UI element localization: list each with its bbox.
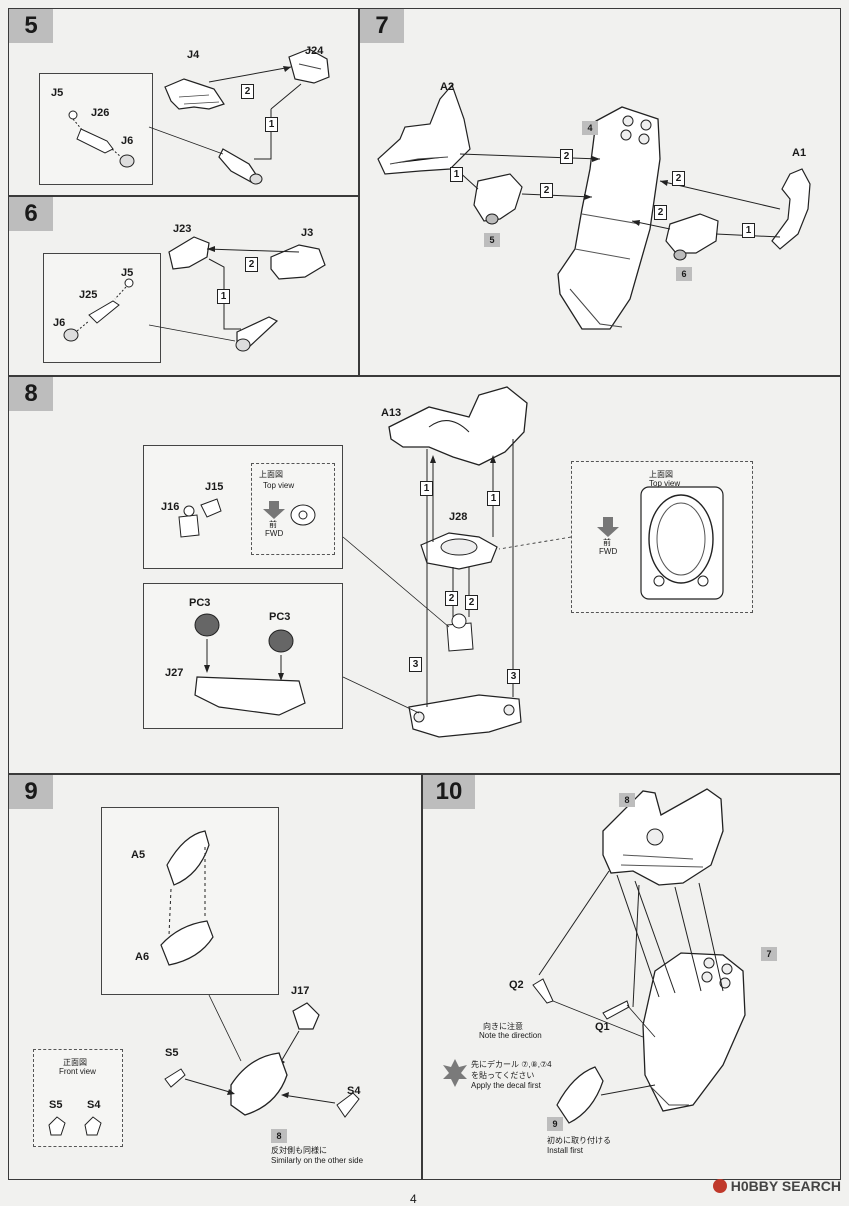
step-7-number: 7 xyxy=(360,9,404,43)
step-6-panel: 6 J23 J3 J5 J25 J6 2 1 xyxy=(8,196,359,376)
order-badge: 2 xyxy=(672,171,685,186)
step-7-drawing xyxy=(377,83,811,330)
order-badge: 1 xyxy=(265,117,278,132)
step-ref-8: 8 xyxy=(619,793,635,807)
step-ref-6: 6 xyxy=(676,267,692,281)
install-en-note: Install first xyxy=(547,1146,584,1155)
part-a2-label: A2 xyxy=(440,81,455,93)
part-pc3-label: PC3 xyxy=(189,597,211,609)
fwd-en-label: FWD xyxy=(599,547,618,556)
step-ref-7: 7 xyxy=(761,947,777,961)
direction-jp-note: 向きに注意 xyxy=(483,1022,523,1031)
front-s5-label: S5 xyxy=(49,1099,63,1111)
front-view-jp-label: 正面図 xyxy=(63,1058,87,1067)
step-ref-8: 8 xyxy=(271,1129,287,1143)
step-10-number: 10 xyxy=(423,775,475,809)
front-s4-label: S4 xyxy=(87,1099,101,1111)
top-view-jp-label: 上面図 xyxy=(649,470,673,479)
front-view-en-label: Front view xyxy=(59,1067,96,1076)
fwd-jp-label: 前 xyxy=(603,538,611,547)
order-badge: 1 xyxy=(742,223,755,238)
order-badge: 2 xyxy=(241,84,254,99)
order-badge: 2 xyxy=(445,591,458,606)
step-9-front-view-inset xyxy=(33,1049,123,1147)
step-5-panel: 5 J4 J24 J5 xyxy=(8,8,359,196)
fwd-en-label: FWD xyxy=(265,529,284,538)
order-badge: 3 xyxy=(409,657,422,672)
order-badge: 2 xyxy=(245,257,258,272)
part-a5-label: A5 xyxy=(131,849,146,861)
part-j6-label: J6 xyxy=(53,317,66,329)
order-badge: 3 xyxy=(507,669,520,684)
decal-jp-note-1: 先にデカール ⑦,⑧,⑦4 xyxy=(471,1060,552,1069)
watermark-text: H0BBY SEARCH xyxy=(730,1178,841,1194)
part-j24-label: J24 xyxy=(305,45,324,57)
step-9-canopy-inset xyxy=(101,807,279,995)
step-9-number: 9 xyxy=(9,775,53,809)
order-badge: 1 xyxy=(450,167,463,182)
hobby-search-logo-icon xyxy=(712,1179,727,1193)
step-5-drawing xyxy=(68,48,330,185)
part-j28-label: J28 xyxy=(449,511,468,523)
step-7-panel: 7 xyxy=(359,8,841,376)
part-j16-label: J16 xyxy=(161,501,180,513)
part-q1-label: Q1 xyxy=(595,1021,610,1033)
part-s4-label: S4 xyxy=(347,1085,361,1097)
step-5-number: 5 xyxy=(9,9,53,43)
step-8-drawing xyxy=(178,386,724,738)
step-ref-5: 5 xyxy=(484,233,500,247)
order-badge: 2 xyxy=(560,149,573,164)
watermark: H0BBY SEARCH xyxy=(712,1178,841,1194)
step-9-panel: 9 xyxy=(8,774,422,1180)
step-5-subassembly-inset xyxy=(39,73,153,185)
step-6-drawing xyxy=(63,236,326,352)
part-j3-label: J3 xyxy=(301,227,314,239)
part-j6-label: J6 xyxy=(121,135,134,147)
step-8-number: 8 xyxy=(9,377,53,411)
part-j4-label: J4 xyxy=(187,49,200,61)
part-j17-label: J17 xyxy=(291,985,310,997)
decal-jp-note-2: を貼ってください xyxy=(471,1071,535,1080)
step-ref-9: 9 xyxy=(547,1117,563,1131)
part-j25-label: J25 xyxy=(79,289,98,301)
step-8-panel: 8 xyxy=(8,376,841,774)
step-10-drawing xyxy=(443,788,746,1124)
part-q2-label: Q2 xyxy=(509,979,524,991)
top-view-jp-label: 上面図 xyxy=(259,470,283,479)
part-j27-label: J27 xyxy=(165,667,184,679)
fwd-jp-label: 前 xyxy=(269,520,277,529)
step-ref-4: 4 xyxy=(582,121,598,135)
other-side-en-note: Similarly on the other side xyxy=(271,1156,364,1165)
part-j5-label: J5 xyxy=(51,87,64,99)
order-badge: 1 xyxy=(217,289,230,304)
other-side-jp-note: 反対側も同様に xyxy=(271,1146,327,1155)
step-6-number: 6 xyxy=(9,197,53,231)
part-a6-label: A6 xyxy=(135,951,150,963)
top-view-en-label: Top view xyxy=(649,479,681,488)
order-badge: 1 xyxy=(420,481,433,496)
top-view-en-label: Top view xyxy=(263,481,295,490)
decal-en-note: Apply the decal first xyxy=(471,1081,541,1090)
part-j26-label: J26 xyxy=(91,107,110,119)
step-10-panel: 10 xyxy=(422,774,841,1180)
part-a13-label: A13 xyxy=(381,407,402,419)
order-badge: 2 xyxy=(465,595,478,610)
part-pc3-label: PC3 xyxy=(269,611,291,623)
order-badge: 2 xyxy=(654,205,667,220)
install-jp-note: 初めに取り付ける xyxy=(547,1136,611,1145)
order-badge: 2 xyxy=(540,183,553,198)
page-number: 4 xyxy=(410,1192,417,1206)
order-badge: 1 xyxy=(487,491,500,506)
part-j15-label: J15 xyxy=(205,481,224,493)
direction-en-note: Note the direction xyxy=(479,1031,542,1040)
part-j5-label: J5 xyxy=(121,267,134,279)
part-s5-label: S5 xyxy=(165,1047,179,1059)
part-j23-label: J23 xyxy=(173,223,192,235)
step-9-drawing xyxy=(48,830,360,1136)
part-a1-label: A1 xyxy=(792,147,807,159)
